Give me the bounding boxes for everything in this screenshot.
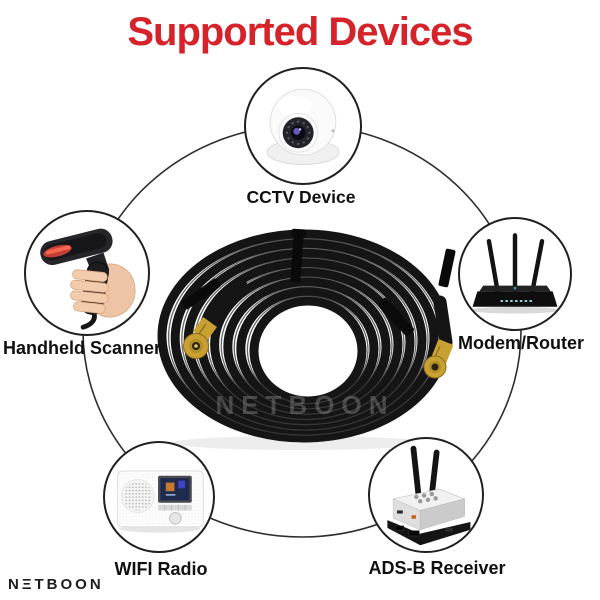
barcode-scanner-icon <box>40 228 136 330</box>
adsb-receiver-icon <box>387 445 471 546</box>
device-circle-wifi-radio <box>103 441 215 553</box>
label-adsb-receiver: ADS-B Receiver <box>368 558 506 578</box>
sma-male-connector <box>183 278 248 359</box>
label-modem-router: Modem/Router <box>458 333 584 353</box>
router-icon <box>470 233 560 314</box>
brand-logo: NΞTBOON <box>8 576 104 593</box>
cctv-camera-icon <box>266 88 340 166</box>
device-circle-adsb-receiver <box>368 437 484 553</box>
page-title: Supported Devices <box>127 10 473 54</box>
cable-ties <box>181 228 456 337</box>
label-cctv-device: CCTV Device <box>246 187 356 207</box>
sma-female-connector <box>423 295 454 379</box>
device-circle-cctv <box>244 67 362 185</box>
device-circle-handheld-scanner <box>24 210 150 336</box>
device-circle-modem-router <box>458 217 572 331</box>
label-wifi-radio: WIFI Radio <box>114 559 208 579</box>
label-handheld-scanner: Handheld Scanner <box>2 338 162 358</box>
wifi-radio-icon <box>117 470 204 533</box>
photo-watermark: NETBOON <box>215 390 395 420</box>
